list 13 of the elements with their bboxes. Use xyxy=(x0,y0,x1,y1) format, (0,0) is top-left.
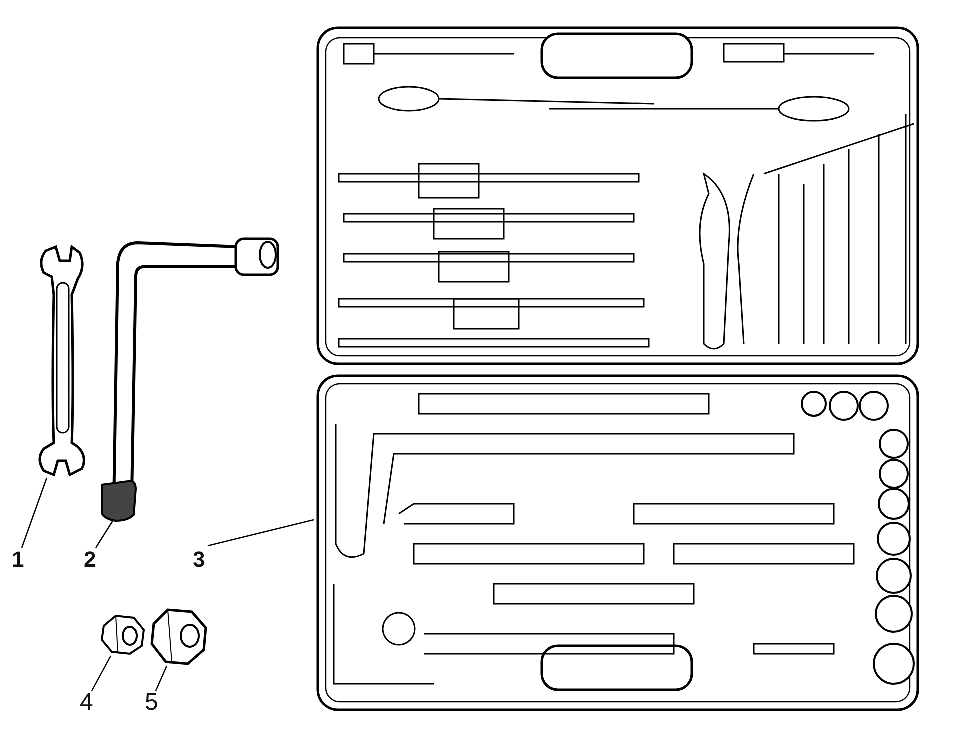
callout-number: 5 xyxy=(145,692,161,718)
nut-drawing xyxy=(100,612,146,656)
leader-line xyxy=(208,519,314,547)
callout-number: 2 xyxy=(84,549,100,573)
callout-number: 1 xyxy=(12,549,28,573)
nut-drawing xyxy=(150,606,208,666)
callout-number: 4 xyxy=(80,692,96,718)
callout-number: 3 xyxy=(193,549,209,573)
leader-line xyxy=(155,666,168,692)
leader-line xyxy=(91,656,112,692)
leader-line xyxy=(95,520,114,548)
leader-line xyxy=(21,478,48,548)
tool-case-drawing xyxy=(314,24,922,714)
